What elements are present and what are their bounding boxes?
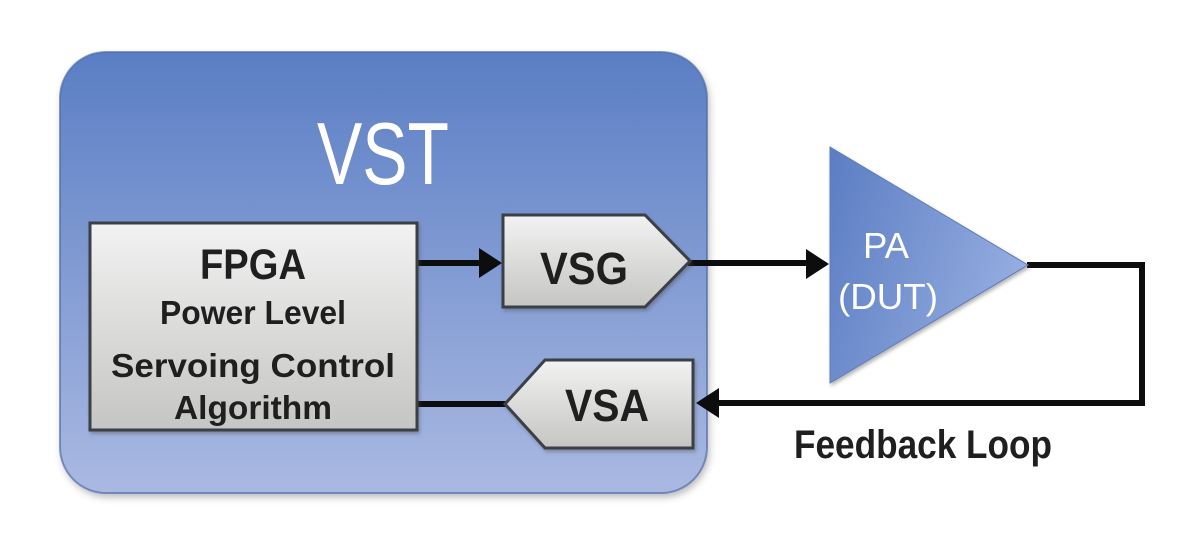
vsa-label: VSA [565, 380, 649, 431]
vsg-shape [501, 213, 693, 309]
arrowhead-into-pa [806, 249, 829, 279]
pa-shape [829, 146, 1029, 384]
fpga-node: FPGA Power Level Servoing Control Algori… [88, 221, 419, 432]
feedback-loop-label: Feedback Loop [794, 423, 1052, 467]
vsg-label: VSG [540, 243, 628, 294]
fpga-line-2: Servoing Control [111, 347, 395, 384]
feedback-loop-path [718, 262, 1145, 406]
pa-label: PA [863, 225, 909, 266]
fpga-box [88, 221, 419, 432]
arrowhead-into-vsa [696, 388, 719, 418]
pa-sublabel: (DUT) [838, 276, 938, 317]
vsa-shape [502, 358, 695, 450]
fpga-title: FPGA [200, 241, 306, 289]
vsa-node: VSA [502, 358, 695, 450]
connectors [417, 248, 1145, 418]
arrowhead-into-vsg [479, 248, 502, 278]
vsg-node: VSG [501, 213, 693, 309]
fpga-line-3: Algorithm [174, 389, 332, 426]
pa-node: PA (DUT) [829, 146, 1029, 384]
vst-title: VST [317, 104, 449, 203]
fpga-line-1: Power Level [160, 294, 346, 331]
